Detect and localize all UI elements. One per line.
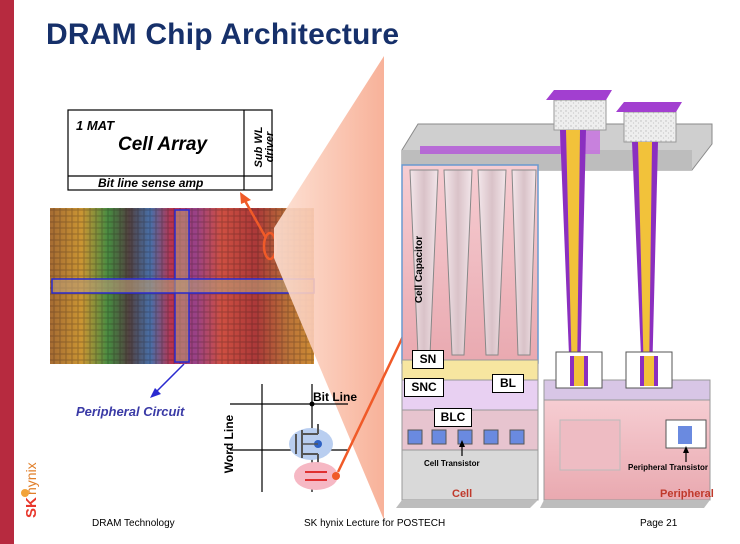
svg-text:hynix: hynix <box>23 462 39 495</box>
sidebar-accent-bar <box>0 0 14 544</box>
footer-page-number: Page 21 <box>640 518 678 529</box>
word-line-label: Word Line <box>222 414 237 474</box>
peripheral-transistor-label: Peripheral Transistor <box>628 463 709 472</box>
sn-label: SN <box>412 350 444 369</box>
cell-schematic <box>230 384 348 492</box>
peripheral-circuit-label: Peripheral Circuit <box>76 404 185 419</box>
sense-amp-label: Bit line sense amp <box>98 176 204 190</box>
bit-line-label: Bit Line <box>313 390 357 404</box>
cell-transistor-label: Cell Transistor <box>424 459 480 468</box>
mat-box <box>67 109 273 191</box>
bl-label: BL <box>492 374 524 393</box>
blc-label: BLC <box>434 408 472 427</box>
cell-label: Cell <box>452 488 473 500</box>
mat-label: 1 MAT <box>76 118 115 133</box>
peripheral-label: Peripheral <box>660 488 714 500</box>
cell-array-label: Cell Array <box>118 134 208 155</box>
sk-hynix-logo: SK hynix <box>21 462 40 518</box>
snc-label: SNC <box>404 378 444 397</box>
page-title: DRAM Chip Architecture <box>46 18 400 51</box>
cross-section <box>396 90 713 508</box>
footer-center: SK hynix Lecture for POSTECH <box>304 518 446 529</box>
footer-left: DRAM Technology <box>92 518 175 529</box>
cell-capacitor-label: Cell Capacitor <box>414 235 426 304</box>
sub-wl-driver-label: Sub WL driver <box>253 126 276 168</box>
svg-text:SK: SK <box>23 497 40 518</box>
